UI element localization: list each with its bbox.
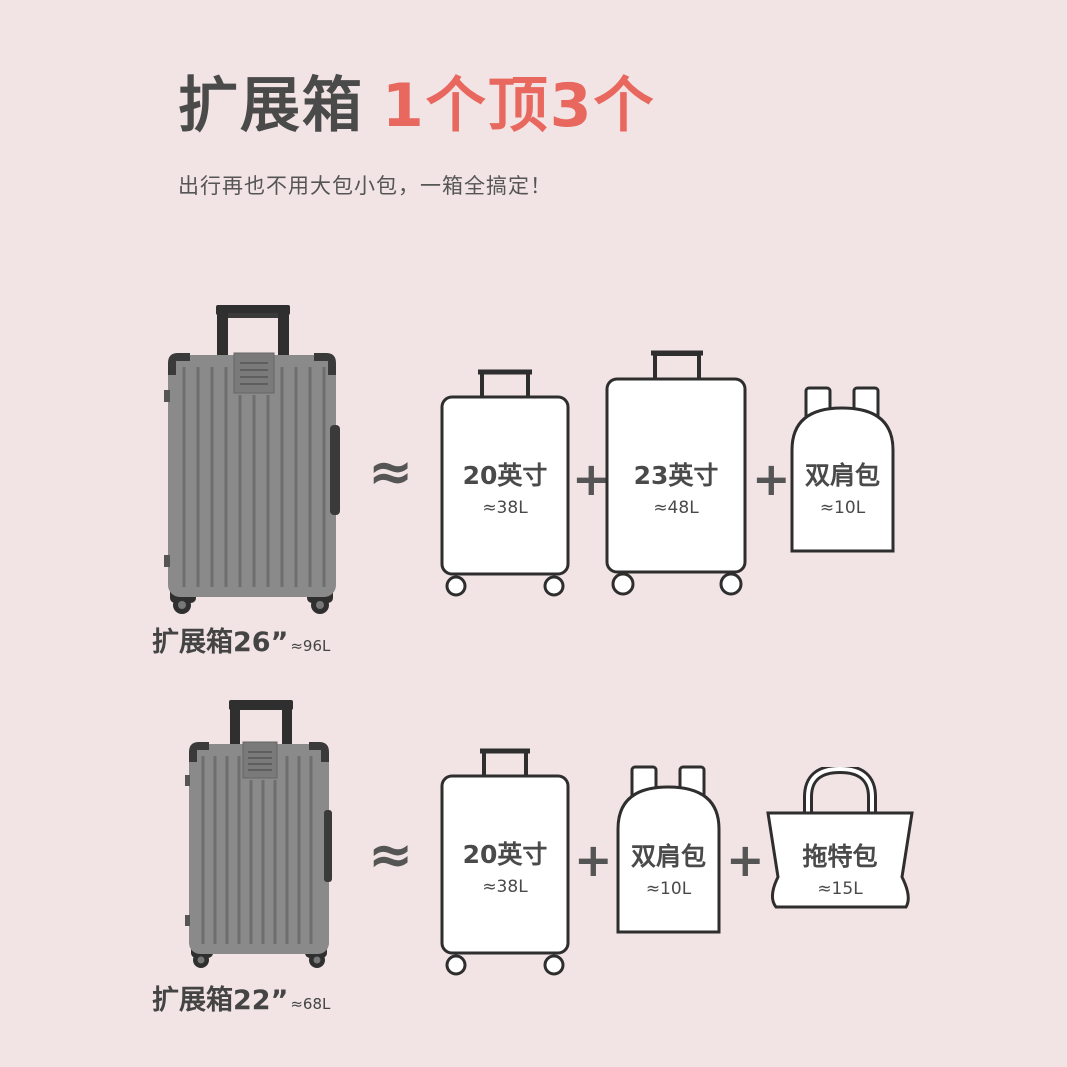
item-name: 20英寸 [462, 840, 548, 869]
backpack-item: 双肩包 ≈10L [790, 386, 895, 554]
item-name: 双肩包 [630, 842, 706, 871]
approx-symbol: ≈ [368, 823, 414, 886]
comparison-22: 扩展箱22”≈68L ≈ 20英寸 ≈38L + 双肩包 ≈10L + [0, 695, 1067, 1025]
expandable-suitcase-22-icon [185, 700, 332, 968]
plus-symbol: + [726, 833, 765, 887]
case-name: 扩展箱26” [152, 627, 289, 658]
title-accent: 1个顶3个 [382, 71, 656, 141]
suitcase-icon [440, 369, 570, 597]
item-volume: ≈10L [819, 498, 866, 518]
case-volume: ≈96L [290, 637, 331, 655]
item-volume: ≈38L [482, 877, 528, 897]
expandable-suitcase-26-icon [164, 305, 340, 614]
suitcase-icon [440, 748, 570, 976]
tote-bag-item: 拖特包 ≈15L [766, 767, 914, 912]
tote-bag-icon [766, 767, 914, 909]
item-volume: ≈10L [645, 879, 692, 899]
approx-symbol: ≈ [368, 440, 414, 503]
suitcase-20-item: 20英寸 ≈38L [440, 368, 570, 600]
item-volume: ≈15L [817, 879, 863, 899]
item-name: 双肩包 [804, 461, 880, 490]
plus-symbol: + [574, 833, 613, 887]
page-subtitle: 出行再也不用大包小包，一箱全搞定！ [178, 174, 552, 198]
plus-symbol: + [572, 452, 611, 506]
backpack-item: 双肩包 ≈10L [616, 765, 721, 935]
plus-symbol: + [752, 452, 791, 506]
case-label-26: 扩展箱26”≈96L [152, 620, 330, 659]
item-name: 拖特包 [802, 842, 878, 871]
suitcase-20-item: 20英寸 ≈38L [440, 747, 570, 979]
case-name: 扩展箱22” [152, 985, 289, 1016]
page-title: 扩展箱 1个顶3个 [178, 70, 656, 142]
title-main: 扩展箱 [178, 71, 364, 141]
case-volume: ≈68L [290, 995, 331, 1013]
suitcase-23-item: 23英寸 ≈48L [605, 350, 747, 600]
item-name: 20英寸 [462, 461, 548, 490]
backpack-icon [790, 386, 895, 553]
backpack-icon [616, 765, 721, 934]
comparison-26: 扩展箱26”≈96L ≈ 20英寸 ≈38L + 23英寸 ≈48L [0, 300, 1067, 670]
item-volume: ≈48L [653, 498, 699, 518]
item-volume: ≈38L [482, 498, 528, 518]
suitcase-icon [605, 350, 747, 596]
item-name: 23英寸 [633, 461, 719, 490]
case-label-22: 扩展箱22”≈68L [152, 978, 330, 1017]
